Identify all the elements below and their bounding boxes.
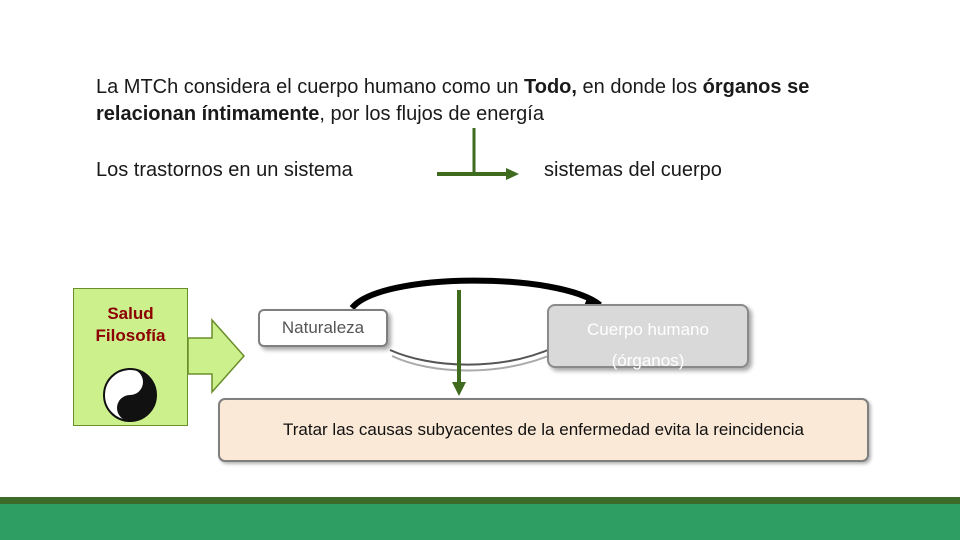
intro-line-1-part: La MTCh considera el cuerpo humano como … <box>96 76 525 98</box>
intro-line-1: La MTCh considera el cuerpo humano como … <box>96 74 960 101</box>
salud-line-1: Salud <box>107 304 154 323</box>
salud-box: Salud Filosofía <box>73 288 188 426</box>
cycle-arc-top <box>349 277 602 311</box>
cuerpo-humano-node: Cuerpo humano (órganos) <box>547 304 749 370</box>
intro-line-2: relacionan íntimamente, por los flujos d… <box>96 101 960 128</box>
flow-right-text: sistemas del cuerpo <box>544 159 722 181</box>
salud-label: Salud Filosofía <box>74 303 187 347</box>
intro-emphasis-todo: Todo, <box>524 76 577 98</box>
conclusion-box: Tratar las causas subyacentes de la enfe… <box>218 398 869 462</box>
cuerpo-line-1: Cuerpo humano <box>587 320 709 339</box>
intro-text: La MTCh considera el cuerpo humano como … <box>96 74 960 128</box>
footer-bar-dark <box>0 497 960 504</box>
intro-line-1-part: en donde los <box>576 76 703 98</box>
flow-arrow <box>437 128 519 180</box>
salud-arrow <box>187 318 246 394</box>
cuerpo-line-2: (órganos) <box>611 351 685 370</box>
intro-emphasis-organos: órganos se <box>702 76 810 98</box>
intro-line-2-part: , por los flujos de energía <box>319 103 544 125</box>
salud-line-2: Filosofía <box>95 326 166 345</box>
cycle-arc-bottom <box>389 346 556 366</box>
flow-left-text: Los trastornos en un sistema <box>96 159 353 181</box>
yin-yang-icon <box>103 368 157 422</box>
down-arrow <box>452 290 466 396</box>
naturaleza-node: Naturaleza <box>258 309 388 347</box>
intro-emphasis-relacionan: relacionan íntimamente <box>96 103 320 125</box>
footer-bar <box>0 504 960 540</box>
